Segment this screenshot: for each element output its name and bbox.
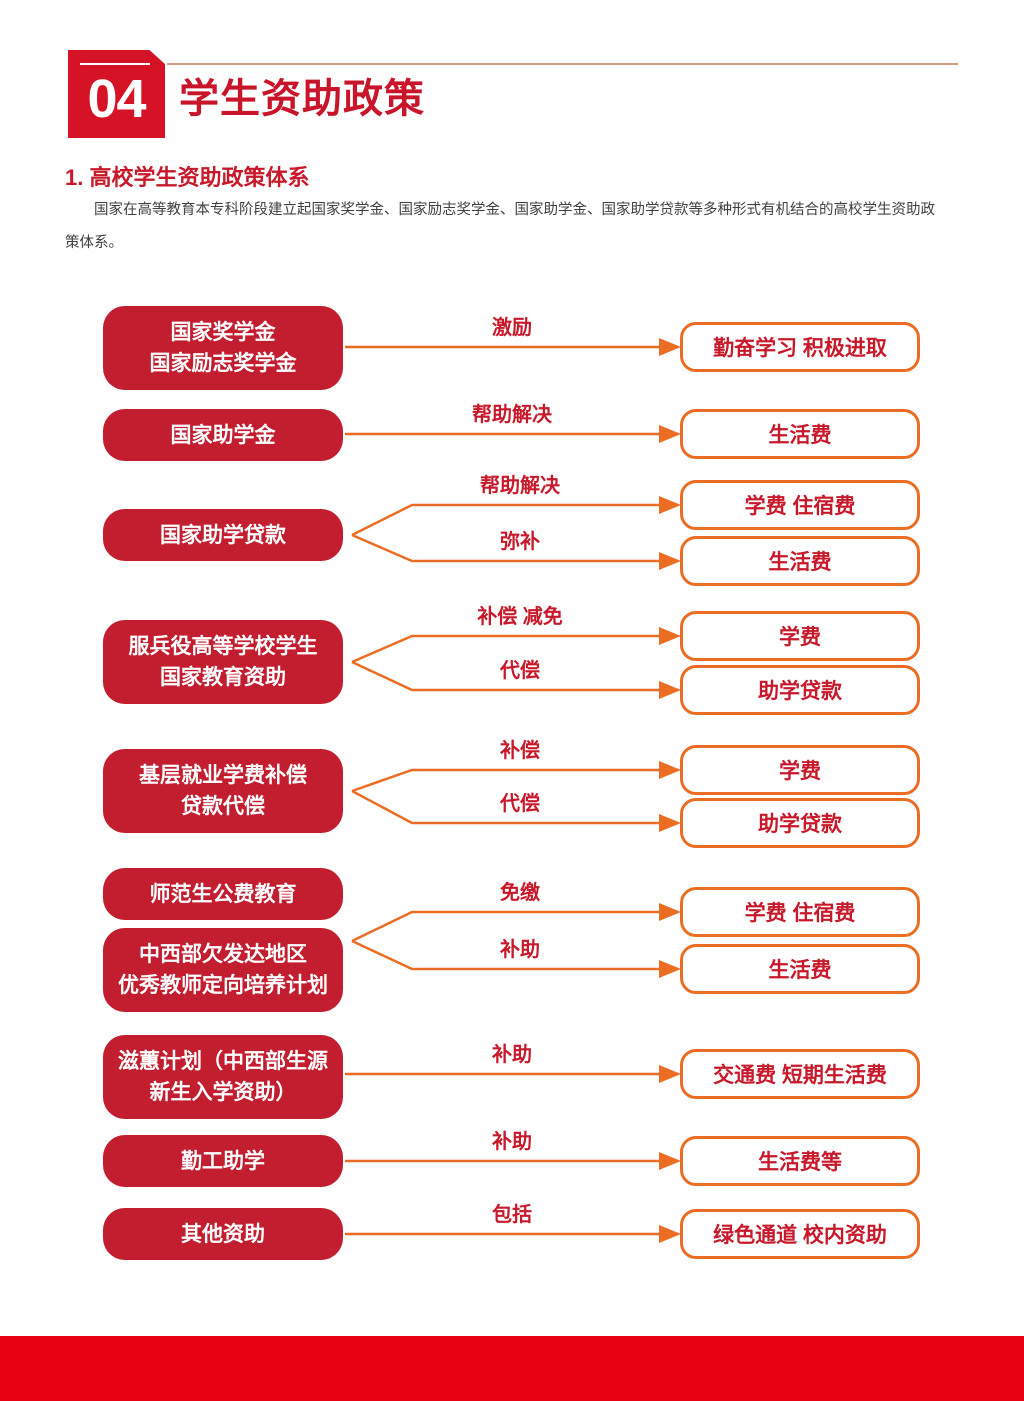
target-box-label: 生活费 <box>768 959 832 982</box>
source-box-line: 师范生公费教育 <box>149 882 297 906</box>
arrow-label: 代偿 <box>500 793 540 815</box>
source-box-line: 勤工助学 <box>181 1149 265 1173</box>
target-box-label: 学费 住宿费 <box>744 902 856 925</box>
arrow-label: 弥补 <box>500 531 540 553</box>
arrow-label: 补助 <box>500 939 540 961</box>
arrow-label: 帮助解决 <box>472 404 552 426</box>
target-box: 生活费 <box>680 409 920 459</box>
target-box: 生活费 <box>680 536 920 586</box>
source-box: 师范生公费教育 <box>103 868 343 920</box>
badge-rule <box>80 63 150 65</box>
target-box-label: 绿色通道 校内资助 <box>713 1224 887 1247</box>
target-box: 生活费 <box>680 944 920 994</box>
target-box: 学费 住宿费 <box>680 480 920 530</box>
target-box-label: 生活费等 <box>758 1151 842 1174</box>
source-box: 国家助学金 <box>103 409 343 461</box>
source-box-line: 国家励志奖学金 <box>149 352 297 375</box>
arrow-label: 补助 <box>492 1044 532 1066</box>
target-box-label: 助学贷款 <box>758 680 842 703</box>
source-box: 勤工助学 <box>103 1135 343 1187</box>
arrow-label: 激励 <box>492 317 532 339</box>
arrow-label: 免缴 <box>500 882 540 904</box>
arrow-label: 代偿 <box>500 660 540 682</box>
target-box: 助学贷款 <box>680 665 920 715</box>
source-box: 中西部欠发达地区 优秀教师定向培养计划 <box>103 928 343 1012</box>
target-box: 学费 <box>680 611 920 661</box>
arrow-label: 补偿 减免 <box>477 606 563 628</box>
target-box-label: 勤奋学习 积极进取 <box>713 337 887 360</box>
source-box-line: 国家助学金 <box>170 423 276 447</box>
target-box-label: 助学贷款 <box>758 813 842 836</box>
section-heading: 1. 高校学生资助政策体系 <box>65 165 310 190</box>
section-number-badge: 04 <box>68 50 165 138</box>
source-box: 服兵役高等学校学生 国家教育资助 <box>103 620 343 704</box>
arrow-label: 帮助解决 <box>480 475 560 497</box>
source-box-line: 滋蕙计划（中西部生源 <box>118 1050 328 1073</box>
source-box: 国家奖学金 国家励志奖学金 <box>103 306 343 390</box>
target-box-label: 学费 <box>779 626 821 649</box>
source-box-line: 优秀教师定向培养计划 <box>118 974 328 997</box>
target-box-label: 学费 住宿费 <box>744 495 856 518</box>
target-box: 助学贷款 <box>680 798 920 848</box>
source-box-line: 国家教育资助 <box>160 666 286 689</box>
source-box: 基层就业学费补偿 贷款代偿 <box>103 749 343 833</box>
source-box-line: 国家助学贷款 <box>160 523 286 547</box>
source-box-line: 中西部欠发达地区 <box>139 943 307 966</box>
target-box: 交通费 短期生活费 <box>680 1049 920 1099</box>
target-box-label: 生活费 <box>768 551 832 574</box>
source-box-line: 国家奖学金 <box>170 321 276 344</box>
target-box-label: 交通费 短期生活费 <box>713 1064 887 1087</box>
target-box: 生活费等 <box>680 1136 920 1186</box>
arrow-label: 补助 <box>492 1131 532 1153</box>
source-box-line: 其他资助 <box>181 1222 265 1246</box>
header-rule <box>167 63 958 65</box>
intro-paragraph: 国家在高等教育本专科阶段建立起国家奖学金、国家励志奖学金、国家助学金、国家助学贷… <box>65 194 965 260</box>
target-box-label: 学费 <box>779 760 821 783</box>
arrow-label: 包括 <box>492 1204 532 1226</box>
footer-bar <box>0 1336 1024 1401</box>
target-box-label: 生活费 <box>768 424 832 447</box>
target-box: 勤奋学习 积极进取 <box>680 322 920 372</box>
section-number: 04 <box>87 69 146 129</box>
target-box: 绿色通道 校内资助 <box>680 1209 920 1259</box>
target-box: 学费 <box>680 745 920 795</box>
source-box-line: 贷款代偿 <box>181 795 265 818</box>
source-box-line: 新生入学资助） <box>149 1081 297 1104</box>
page-title: 学生资助政策 <box>179 77 425 121</box>
target-box: 学费 住宿费 <box>680 887 920 937</box>
paragraph-line: 国家在高等教育本专科阶段建立起国家奖学金、国家励志奖学金、国家助学金、国家助学贷… <box>94 202 935 218</box>
source-box: 国家助学贷款 <box>103 509 343 561</box>
paragraph-line: 策体系。 <box>65 235 123 251</box>
source-box-line: 基层就业学费补偿 <box>139 764 307 787</box>
source-box-line: 服兵役高等学校学生 <box>128 635 318 658</box>
source-box: 滋蕙计划（中西部生源 新生入学资助） <box>103 1035 343 1119</box>
source-box: 其他资助 <box>103 1208 343 1260</box>
flow-arrow <box>351 761 681 793</box>
arrow-label: 补偿 <box>500 740 540 762</box>
